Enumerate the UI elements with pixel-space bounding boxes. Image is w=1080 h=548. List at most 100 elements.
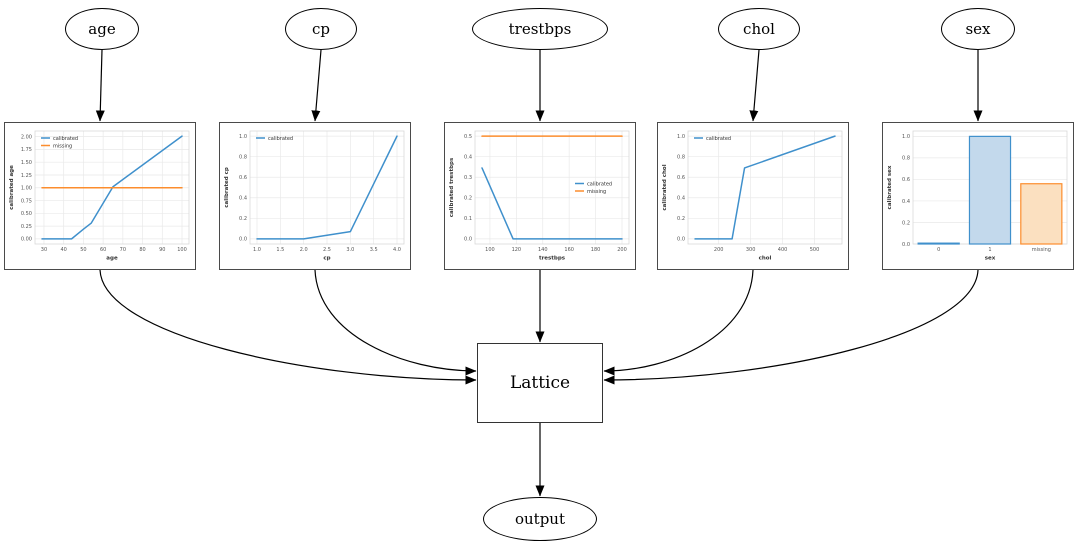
calibration-chart-age: 0.00 0.25 0.50 0.75 1.00 1.25 1.50 1.75 2.00 30 40… xyxy=(4,122,196,270)
svg-text:0.5: 0.5 xyxy=(464,134,472,140)
svg-text:0.25: 0.25 xyxy=(21,224,32,230)
svg-text:0.8: 0.8 xyxy=(902,156,910,162)
svg-text:1.0: 1.0 xyxy=(239,134,247,140)
svg-text:0.0: 0.0 xyxy=(239,237,247,243)
svg-text:90: 90 xyxy=(159,247,165,253)
svg-text:0.6: 0.6 xyxy=(677,175,685,181)
svg-text:0.6: 0.6 xyxy=(239,175,247,181)
svg-text:0.8: 0.8 xyxy=(239,154,247,160)
svg-text:140: 140 xyxy=(538,247,548,253)
node-output: output xyxy=(483,497,597,541)
svg-text:calibrated cp: calibrated cp xyxy=(224,167,230,208)
svg-text:0.4: 0.4 xyxy=(902,199,910,205)
svg-text:0.6: 0.6 xyxy=(902,177,910,183)
svg-text:1.25: 1.25 xyxy=(21,173,32,179)
svg-text:300: 300 xyxy=(746,247,756,253)
svg-text:0.2: 0.2 xyxy=(464,196,472,202)
svg-text:0.0: 0.0 xyxy=(464,237,472,243)
svg-text:calibrated chol: calibrated chol xyxy=(662,164,668,210)
svg-text:1.0: 1.0 xyxy=(902,134,910,140)
chart-canvas-cp: 0.0 0.2 0.4 0.6 0.8 1.0 1.0 1.5 2.0 2.5 3.0 3.5 4.0 c… xyxy=(224,130,405,262)
svg-text:0.1: 0.1 xyxy=(464,216,472,222)
svg-text:calibrated trestbps: calibrated trestbps xyxy=(449,157,455,217)
svg-text:0.00: 0.00 xyxy=(21,237,32,243)
svg-text:1: 1 xyxy=(988,247,991,253)
svg-text:400: 400 xyxy=(778,247,788,253)
svg-text:calibrated age: calibrated age xyxy=(9,165,15,210)
node-cp-label: cp xyxy=(311,20,330,38)
svg-text:30: 30 xyxy=(41,247,47,253)
node-sex: sex xyxy=(941,8,1015,50)
svg-text:1.00: 1.00 xyxy=(21,186,32,192)
node-chol-label: chol xyxy=(743,20,775,38)
svg-text:3.0: 3.0 xyxy=(346,247,354,253)
svg-text:1.75: 1.75 xyxy=(21,147,32,153)
svg-text:0.0: 0.0 xyxy=(677,237,685,243)
svg-text:4.0: 4.0 xyxy=(393,247,401,253)
svg-text:calibrated: calibrated xyxy=(268,136,293,142)
svg-text:cp: cp xyxy=(323,256,330,262)
svg-text:0.2: 0.2 xyxy=(239,216,247,222)
svg-text:200: 200 xyxy=(714,247,724,253)
svg-text:0: 0 xyxy=(937,247,940,253)
svg-text:calibrated sex: calibrated sex xyxy=(887,165,893,209)
svg-text:calibrated: calibrated xyxy=(706,136,731,142)
svg-text:1.0: 1.0 xyxy=(253,247,261,253)
svg-text:trestbps: trestbps xyxy=(539,256,566,262)
svg-text:180: 180 xyxy=(591,247,601,253)
svg-text:0.2: 0.2 xyxy=(677,216,685,222)
svg-text:0.75: 0.75 xyxy=(21,198,32,204)
svg-text:age: age xyxy=(106,256,118,262)
svg-text:2.0: 2.0 xyxy=(300,247,308,253)
svg-text:1.50: 1.50 xyxy=(21,160,32,166)
svg-text:0.2: 0.2 xyxy=(902,220,910,226)
node-sex-label: sex xyxy=(965,20,991,38)
node-trestbps-label: trestbps xyxy=(508,20,572,38)
svg-text:80: 80 xyxy=(139,247,145,253)
node-trestbps: trestbps xyxy=(472,8,608,50)
node-chol: chol xyxy=(718,8,800,50)
svg-text:40: 40 xyxy=(61,247,67,253)
svg-text:0.3: 0.3 xyxy=(464,175,472,181)
svg-text:100: 100 xyxy=(485,247,495,253)
svg-text:60: 60 xyxy=(100,247,106,253)
svg-text:chol: chol xyxy=(759,256,772,262)
svg-text:50: 50 xyxy=(80,247,86,253)
svg-text:120: 120 xyxy=(512,247,522,253)
svg-text:70: 70 xyxy=(120,247,126,253)
chart-canvas-age: 0.00 0.25 0.50 0.75 1.00 1.25 1.50 1.75 2.00 30 40… xyxy=(9,130,190,262)
svg-text:100: 100 xyxy=(177,247,187,253)
svg-text:3.5: 3.5 xyxy=(370,247,378,253)
svg-text:200: 200 xyxy=(617,247,627,253)
calibration-chart-cp: 0.0 0.2 0.4 0.6 0.8 1.0 1.0 1.5 2.0 2.5 3.0 3.5 4.0 c… xyxy=(219,122,411,270)
node-age-label: age xyxy=(88,20,116,38)
svg-text:160: 160 xyxy=(564,247,574,253)
svg-text:0.4: 0.4 xyxy=(464,154,472,160)
svg-text:2.00: 2.00 xyxy=(21,134,32,140)
svg-text:0.4: 0.4 xyxy=(239,196,247,202)
chart-canvas-trestbps: 0.0 0.1 0.2 0.3 0.4 0.5 100 120 140 160 180 200 tres… xyxy=(449,130,630,262)
svg-text:calibrated: calibrated xyxy=(53,136,78,142)
svg-text:missing: missing xyxy=(53,143,72,149)
svg-text:0.4: 0.4 xyxy=(677,196,685,202)
svg-text:1.5: 1.5 xyxy=(276,247,284,253)
svg-text:500: 500 xyxy=(810,247,820,253)
node-lattice-label: Lattice xyxy=(509,373,571,393)
svg-text:0.8: 0.8 xyxy=(677,154,685,160)
calibration-chart-trestbps: 0.0 0.1 0.2 0.3 0.4 0.5 100 120 140 160 180 200 tres… xyxy=(444,122,636,270)
svg-text:sex: sex xyxy=(985,256,996,262)
svg-text:0.50: 0.50 xyxy=(21,211,32,217)
svg-text:calibrated: calibrated xyxy=(587,181,612,187)
node-output-label: output xyxy=(514,510,565,528)
svg-text:missing: missing xyxy=(587,189,606,195)
node-cp: cp xyxy=(285,8,357,50)
svg-text:2.5: 2.5 xyxy=(323,247,331,253)
node-age: age xyxy=(65,8,139,50)
node-lattice: Lattice xyxy=(477,343,603,423)
